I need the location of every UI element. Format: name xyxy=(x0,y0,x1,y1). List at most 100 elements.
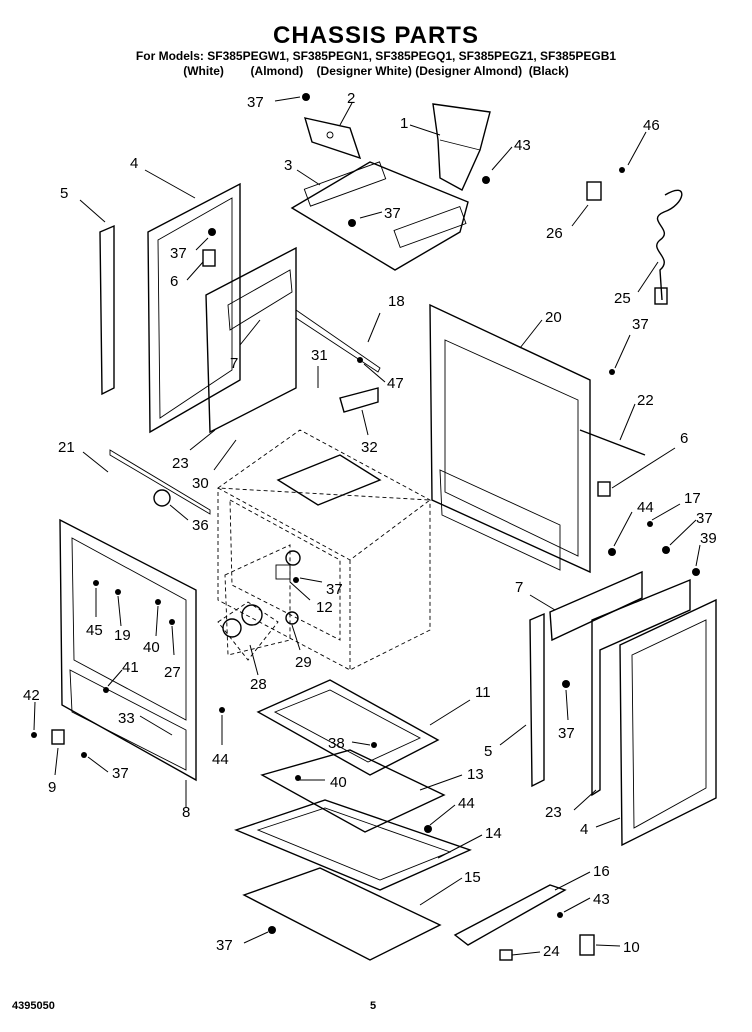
callout-37: 37 xyxy=(558,725,575,742)
part-16-rail xyxy=(453,884,567,946)
callout-3: 3 xyxy=(284,157,292,174)
callout-44: 44 xyxy=(458,795,475,812)
part-4-right-side-panel xyxy=(619,598,717,847)
callout-40: 40 xyxy=(330,774,347,791)
callout-18: 18 xyxy=(388,293,405,310)
callout-15: 15 xyxy=(464,869,481,886)
part-32-bracket xyxy=(339,387,379,413)
callout-22: 22 xyxy=(637,392,654,409)
callout-4: 4 xyxy=(130,155,138,172)
callout-31: 31 xyxy=(311,347,328,364)
part-20-rear-panel xyxy=(429,303,591,574)
part-7-insulation-right xyxy=(549,570,643,642)
screws xyxy=(31,93,700,934)
callout-5: 5 xyxy=(484,743,492,760)
callout-6: 6 xyxy=(170,273,178,290)
callout-37: 37 xyxy=(632,316,649,333)
part-5-left-trim xyxy=(99,224,115,396)
callout-36: 36 xyxy=(192,517,209,534)
part-28-burner-parts xyxy=(217,601,279,661)
callout-37: 37 xyxy=(384,205,401,222)
part-29-plug xyxy=(285,611,299,625)
callout-38: 38 xyxy=(328,735,345,752)
oven-cavity xyxy=(217,429,432,671)
callout-37: 37 xyxy=(216,937,233,954)
callout-37: 37 xyxy=(696,510,713,527)
part-13-liner xyxy=(260,749,446,833)
callout-33: 33 xyxy=(118,710,135,727)
callout-21: 21 xyxy=(58,439,75,456)
callout-5: 5 xyxy=(60,185,68,202)
callout-40: 40 xyxy=(143,639,160,656)
callout-8: 8 xyxy=(182,804,190,821)
callout-14: 14 xyxy=(485,825,502,842)
callout-37: 37 xyxy=(247,94,264,111)
callout-47: 47 xyxy=(387,375,404,392)
callout-24: 24 xyxy=(543,943,560,960)
part-26-clip xyxy=(586,181,602,201)
part-21-insulation xyxy=(109,449,211,515)
page-number: 5 xyxy=(370,1000,377,1012)
callout-30: 30 xyxy=(192,475,209,492)
callout-43: 43 xyxy=(593,891,610,908)
part-14-drawer xyxy=(234,799,472,891)
callout-37: 37 xyxy=(112,765,129,782)
part-25-power-cord xyxy=(654,189,683,305)
callout-28: 28 xyxy=(250,676,267,693)
callout-44: 44 xyxy=(212,751,229,768)
callout-25: 25 xyxy=(614,290,631,307)
callout-46: 46 xyxy=(643,117,660,134)
callout-27: 27 xyxy=(164,664,181,681)
part-36-knob xyxy=(153,489,171,507)
callout-44: 44 xyxy=(637,499,654,516)
part-4-left-side-panel xyxy=(147,182,241,434)
part-18-frame xyxy=(295,309,381,373)
part-6-hinge-receiver-right xyxy=(597,481,611,497)
part-2-bracket xyxy=(303,117,362,160)
callout-37: 37 xyxy=(170,245,187,262)
callout-23: 23 xyxy=(545,804,562,821)
part-12-valve xyxy=(275,550,301,580)
callout-4: 4 xyxy=(580,821,588,838)
callout-labels: 37 2 1 43 46 4 3 37 5 26 37 6 25 18 20 3… xyxy=(23,90,717,960)
leader-lines xyxy=(33,96,701,956)
callout-2: 2 xyxy=(347,90,355,107)
part-8-front-frame xyxy=(59,518,197,782)
callout-16: 16 xyxy=(593,863,610,880)
callout-11: 11 xyxy=(475,684,491,701)
callout-26: 26 xyxy=(546,225,563,242)
callout-19: 19 xyxy=(114,627,131,644)
part-7-insulation-left xyxy=(205,246,297,434)
page-title: CHASSIS PARTS xyxy=(273,22,479,49)
part-10-leveling-leg xyxy=(579,934,595,956)
document-number: 4395050 xyxy=(12,1000,55,1012)
part-23-side-insulation-right xyxy=(591,578,691,797)
callout-23: 23 xyxy=(172,455,189,472)
callout-43: 43 xyxy=(514,137,531,154)
part-24-clip xyxy=(499,949,513,961)
part-5-right-trim xyxy=(529,612,545,788)
callout-20: 20 xyxy=(545,309,562,326)
model-list: For Models: SF385PEGW1, SF385PEGN1, SF38… xyxy=(135,49,617,63)
part-9-latch xyxy=(51,729,65,745)
callout-6: 6 xyxy=(680,430,688,447)
callout-32: 32 xyxy=(361,439,378,456)
callout-29: 29 xyxy=(295,654,312,671)
part-3-top-panel xyxy=(290,161,469,271)
callout-17: 17 xyxy=(684,490,701,507)
part-15-drawer-bottom xyxy=(242,867,442,961)
part-11-broiler-pan xyxy=(256,679,440,776)
callout-9: 9 xyxy=(48,779,56,796)
callout-37: 37 xyxy=(326,581,343,598)
part-6-hinge-receiver-left xyxy=(202,249,216,267)
callout-1: 1 xyxy=(400,115,408,132)
callout-39: 39 xyxy=(700,530,717,547)
callout-41: 41 xyxy=(122,659,139,676)
callout-42: 42 xyxy=(23,687,40,704)
callout-13: 13 xyxy=(467,766,484,783)
callout-10: 10 xyxy=(623,939,640,956)
part-22-rod xyxy=(579,429,646,456)
callout-7: 7 xyxy=(230,355,238,372)
